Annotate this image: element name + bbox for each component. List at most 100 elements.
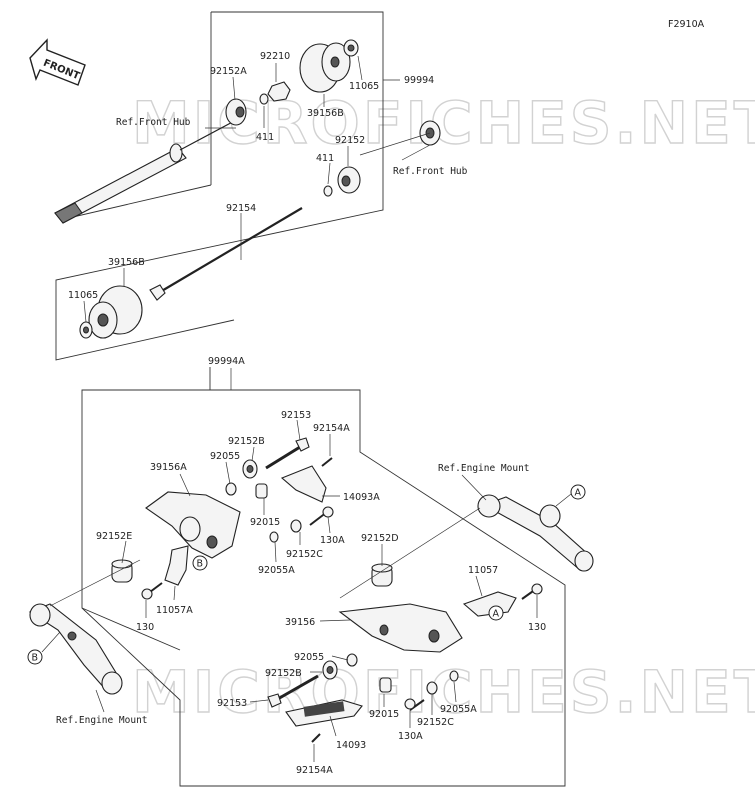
label-92152C-top: 92152C — [286, 549, 323, 560]
label-11065-top: 11065 — [349, 81, 379, 92]
cap-11065-bottom — [79, 321, 93, 339]
washer-411-b — [323, 185, 333, 197]
label-11057: 11057 — [468, 565, 498, 576]
label-92152D: 92152D — [361, 533, 399, 544]
frame-99994 — [55, 11, 384, 361]
label-39156B-top: 39156B — [307, 108, 344, 119]
label-92154A-bottom: 92154A — [296, 765, 333, 776]
cap-11065-top — [343, 39, 359, 57]
callout-a-right-text: A — [575, 488, 582, 499]
frame-slider-39156B-top — [299, 42, 351, 93]
bolt-92153-top — [265, 437, 310, 470]
spacer-92152C-top — [290, 519, 302, 533]
bracket-11057 — [462, 591, 517, 617]
spacer-92152A — [225, 98, 247, 126]
spacer-92152B-top — [242, 459, 258, 479]
washer-92055A-top — [269, 531, 279, 543]
label-92015-bottom: 92015 — [369, 709, 399, 720]
callout-a-lower: A — [488, 605, 504, 621]
label-92152C-bottom: 92152C — [417, 717, 454, 728]
label-14093A: 14093A — [343, 492, 380, 503]
bolt-130A-top — [309, 506, 334, 526]
label-130A-top: 130A — [320, 535, 345, 546]
bolt-92153-bottom — [267, 674, 319, 708]
bracket-11057A — [164, 545, 189, 586]
label-130-right: 130 — [528, 622, 546, 633]
label-92210: 92210 — [260, 51, 290, 62]
washer-92055-bottom — [346, 653, 358, 667]
front-axle-shaft — [54, 117, 241, 224]
washer-92055-top — [225, 482, 237, 496]
frame-99994A — [81, 367, 566, 787]
label-92152B-top: 92152B — [228, 436, 265, 447]
frame-slider-39156B-bottom — [88, 285, 143, 339]
label-92152: 92152 — [335, 135, 365, 146]
spacer-92152 — [337, 166, 361, 194]
bolt-92154A-bottom — [311, 733, 321, 743]
label-92152B-bottom: 92152B — [265, 668, 302, 679]
bolt-92154A-top — [321, 457, 333, 467]
engine-mount-left — [28, 603, 123, 695]
spacer-92152C-bottom — [426, 681, 438, 695]
cover-14093A — [280, 465, 327, 503]
spacer-92152E — [111, 559, 133, 583]
label-99994A: 99994A — [208, 356, 245, 367]
bolt-130A-bottom — [404, 698, 425, 711]
frame-slider-39156A — [145, 491, 241, 559]
collar-92015-top — [255, 483, 268, 499]
label-411-a: 411 — [256, 132, 274, 143]
engine-mount-right — [477, 494, 594, 572]
diagram-code: F2910A — [668, 19, 705, 30]
label-92153-top: 92153 — [281, 410, 311, 421]
label-14093: 14093 — [336, 740, 366, 751]
label-ref-front-hub-left: Ref.Front Hub — [116, 117, 191, 128]
spacer-92152B-bottom — [322, 660, 338, 680]
label-130-left: 130 — [136, 622, 154, 633]
label-11057A: 11057A — [156, 605, 193, 616]
callout-a-right: A — [570, 484, 586, 500]
label-92055-bottom: 92055 — [294, 652, 324, 663]
bolt-130-left — [141, 582, 163, 600]
label-92154: 92154 — [226, 203, 256, 214]
label-ref-front-hub-right: Ref.Front Hub — [393, 166, 468, 177]
frame-99994-diag — [59, 184, 212, 221]
label-99994: 99994 — [404, 75, 434, 86]
label-39156B-bottom: 39156B — [108, 257, 145, 268]
callout-b-upper-text: B — [197, 559, 204, 570]
front-arrow-icon: FRONT — [29, 38, 86, 86]
label-39156A: 39156A — [150, 462, 187, 473]
callout-a-lower-text: A — [493, 609, 500, 620]
leaders-bottom — [49, 368, 538, 762]
washer-92055A-bottom — [449, 670, 459, 682]
label-39156: 39156 — [285, 617, 315, 628]
callout-b-left-leader — [41, 631, 61, 653]
callout-b-left: B — [27, 649, 43, 665]
collar-92015-bottom — [379, 677, 392, 693]
label-92055A-bottom: 92055A — [440, 704, 477, 715]
label-411-b: 411 — [316, 153, 334, 164]
washer-411-a — [259, 93, 269, 105]
label-92152A: 92152A — [210, 66, 247, 77]
frame-99994A-inner — [81, 607, 181, 651]
bolt-92154 — [149, 207, 303, 301]
label-92055A-top: 92055A — [258, 565, 295, 576]
nut-92210 — [267, 81, 291, 102]
label-92055-top: 92055 — [210, 451, 240, 462]
label-92154A-top: 92154A — [313, 423, 350, 434]
callout-a-right-leader — [555, 493, 572, 507]
frame-slider-39156 — [338, 603, 463, 653]
label-ref-engine-mount-right: Ref.Engine Mount — [438, 463, 530, 474]
label-92153-bottom: 92153 — [217, 698, 247, 709]
label-92152E: 92152E — [96, 531, 132, 542]
callout-b-upper: B — [192, 555, 208, 571]
label-11065-bottom: 11065 — [68, 290, 98, 301]
leaders-top — [83, 55, 431, 323]
cover-14093 — [285, 699, 363, 727]
watermark-top: MICROFICHES.NET — [132, 89, 755, 157]
label-130A-bottom: 130A — [398, 731, 423, 742]
spacer-92152D — [371, 563, 393, 587]
bolt-130-right — [521, 583, 543, 600]
callout-b-left-text: B — [32, 653, 39, 664]
watermark-bottom: MICROFICHES.NET — [132, 658, 755, 726]
